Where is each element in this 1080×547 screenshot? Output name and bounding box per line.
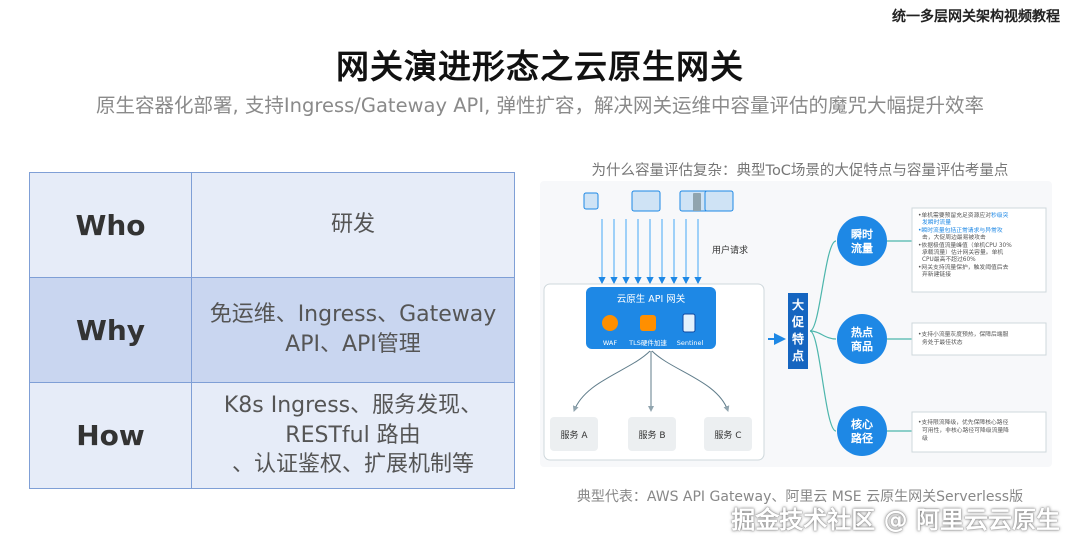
value-line: 研发: [330, 212, 375, 238]
svg-text:路径: 路径: [851, 431, 873, 445]
value-line: RESTful 路由: [285, 422, 421, 448]
diagram-svg: 用户请求 云原生 API 网关 WAF TLS硬件加速 Sentinel 服务 …: [543, 190, 1047, 461]
slide-title: 网关演进形态之云原生网关: [336, 47, 744, 86]
feature-hot-products: 热点 商品 •支持小流量灰度预热，保障后端服 务处于最佳状态: [837, 314, 1047, 364]
bottom-caption: 典型代表：AWS API Gateway、阿里云 MSE 云原生网关Server…: [576, 489, 1024, 505]
feature-notes: [911, 207, 1047, 293]
client-device-icons: [583, 190, 734, 212]
sentinel-icon: [682, 313, 696, 333]
component-label: Sentinel: [677, 339, 704, 347]
feature-branches: [809, 240, 837, 432]
diagram-caption: 为什么容量评估复杂：典型ToC场景的大促特点与容量评估考量点: [591, 163, 1009, 179]
svg-text:发瞬时流量: 发瞬时流量: [922, 218, 951, 226]
promo-box: [788, 293, 808, 369]
svg-text:CPU最高不超过60%: CPU最高不超过60%: [922, 255, 976, 263]
row-value: 研发: [192, 173, 514, 277]
component-label: TLS硬件加速: [628, 338, 667, 347]
svg-text:流量: 流量: [851, 241, 873, 255]
service-box: [704, 417, 752, 451]
row-key: Why: [30, 278, 192, 382]
feature-notes: [911, 411, 1047, 453]
svg-text:•单机需要预留充足资源应对秒级突: •单机需要预留充足资源应对秒级突: [918, 211, 1009, 219]
svg-text:•支持小流量灰度预热，保障后端服: •支持小流量灰度预热，保障后端服: [918, 330, 1009, 338]
svg-text:•依据极值流量峰值（单机CPU 30%: •依据极值流量峰值（单机CPU 30%: [918, 241, 1012, 249]
course-brand: 统一多层网关架构视频教程: [892, 9, 1060, 25]
svg-text:商品: 商品: [851, 339, 873, 353]
feature-instant-traffic: 瞬时 流量 •单机需要预留充足资源应对秒级突 发瞬时流量 •瞬时流量包括正常请求…: [837, 207, 1047, 293]
monitor-icon: [631, 190, 661, 212]
row-key: Who: [30, 173, 192, 277]
server-icon: [693, 193, 701, 211]
svg-text:热点: 热点: [851, 325, 873, 339]
svg-text:•网关支持流量保护，触发阈值后去: •网关支持流量保护，触发阈值后去: [918, 263, 1009, 271]
request-arrows: [598, 219, 702, 285]
svg-text:务处于最佳状态: 务处于最佳状态: [922, 338, 963, 346]
value-line: 免运维、Ingress、Gateway: [209, 302, 497, 328]
user-request-label: 用户请求: [712, 244, 748, 256]
value-line: K8s Ingress、服务发现、: [223, 392, 483, 418]
svg-text:•瞬时流量包括正常请求与异常攻: •瞬时流量包括正常请求与异常攻: [918, 226, 1003, 234]
value-line: API、API管理: [285, 332, 421, 357]
row-value: 免运维、Ingress、Gateway API、API管理: [192, 278, 514, 382]
service-box: [628, 417, 676, 451]
table-row-why: Why 免运维、Ingress、Gateway API、API管理: [30, 278, 514, 383]
svg-text:瞬时: 瞬时: [851, 227, 873, 241]
svg-text:级: 级: [922, 434, 928, 442]
svg-text:•支持限流降级，优先保障核心路径: •支持限流降级，优先保障核心路径: [918, 418, 1009, 426]
tls-accel-icon: [640, 315, 656, 331]
svg-text:承载流量）估计网关容量。单机: 承载流量）估计网关容量。单机: [922, 248, 1003, 256]
svg-text:促: 促: [791, 314, 805, 329]
row-key: How: [30, 383, 192, 488]
svg-text:弃新建链接: 弃新建链接: [922, 270, 951, 278]
service-label: 服务 A: [560, 429, 588, 441]
feature-circle: [837, 314, 887, 364]
feature-circle: [837, 216, 887, 266]
gateway-title: 云原生 API 网关: [617, 293, 686, 305]
component-label: WAF: [603, 339, 618, 347]
services: 服务 A 服务 B 服务 C: [550, 417, 752, 451]
feature-circle: [837, 406, 887, 456]
architecture-diagram: 用户请求 云原生 API 网关 WAF TLS硬件加速 Sentinel 服务 …: [540, 181, 1052, 467]
svg-text:可用性，非核心路径可降级流量降: 可用性，非核心路径可降级流量降: [922, 426, 1009, 434]
value-line: 、认证鉴权、扩展机制等: [231, 452, 474, 478]
watermark: 掘金技术社区 @ 阿里云云原生: [731, 506, 1060, 534]
svg-text:特: 特: [792, 331, 804, 346]
service-label: 服务 B: [638, 429, 665, 441]
phone-icon: [583, 192, 599, 210]
waf-icon: [602, 315, 618, 331]
slide-subtitle: 原生容器化部署, 支持Ingress/Gateway API, 弹性扩容，解决网…: [96, 94, 984, 117]
gateway-components: WAF TLS硬件加速 Sentinel: [602, 313, 704, 347]
feature-notes: [911, 322, 1047, 356]
monitor-icon: [704, 190, 734, 212]
service-box: [550, 417, 598, 451]
row-value: K8s Ingress、服务发现、 RESTful 路由 、认证鉴权、扩展机制等: [192, 383, 514, 488]
svg-text:大: 大: [792, 297, 804, 312]
who-why-how-table: Who 研发 Why 免运维、Ingress、Gateway API、API管理…: [29, 172, 515, 489]
promo-label: 大 促 特 点: [791, 297, 805, 363]
service-links: [572, 350, 730, 412]
svg-text:点: 点: [792, 348, 804, 363]
service-label: 服务 C: [714, 429, 741, 441]
table-row-who: Who 研发: [30, 173, 514, 278]
svg-text:核心: 核心: [851, 417, 873, 431]
feature-core-path: 核心 路径 •支持限流降级，优先保障核心路径 可用性，非核心路径可降级流量降 级: [837, 406, 1047, 456]
table-row-how: How K8s Ingress、服务发现、 RESTful 路由 、认证鉴权、扩…: [30, 383, 514, 488]
svg-text:击，大促周边最易被攻击: 击，大促周边最易被攻击: [922, 233, 986, 241]
